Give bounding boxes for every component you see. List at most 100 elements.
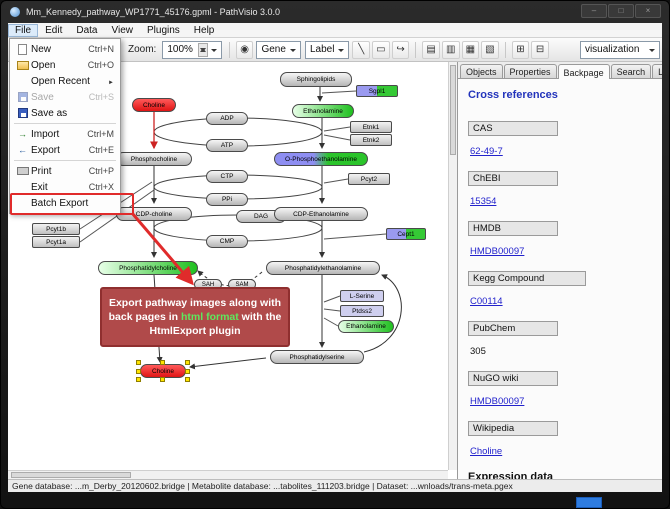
pathway-node-etnk1[interactable]: Etnk1	[350, 121, 392, 133]
callout-highlight-text: html format	[181, 310, 239, 323]
gene-node-combo[interactable]: Gene	[256, 40, 301, 59]
import-icon	[18, 129, 27, 140]
reference-source: NuGO wiki	[468, 371, 558, 386]
reference-link[interactable]: HMDB00097	[470, 396, 525, 407]
taskbar-fragment	[576, 497, 602, 508]
pathway-node-ctp[interactable]: CTP	[206, 170, 248, 183]
pathway-node-o-phosphoethanolamine[interactable]: O-Phosphoethanolamine	[274, 152, 368, 166]
reference-link[interactable]: Choline	[470, 446, 503, 457]
pathway-node-atp[interactable]: ATP	[206, 139, 248, 152]
reference-source: HMDB	[468, 221, 558, 236]
pathway-node-ppi[interactable]: PPi	[206, 193, 248, 206]
tab-objects[interactable]: Objects	[460, 64, 503, 78]
tab-backpage[interactable]: Backpage	[557, 64, 610, 79]
pathway-node-pcyt2[interactable]: Pcyt2	[348, 173, 390, 185]
reference-group-chebi: ChEBI 15354	[468, 171, 652, 209]
save-icon	[17, 92, 28, 102]
menu-plugins[interactable]: Plugins	[146, 24, 180, 36]
pathway-node-ethanolamine-2[interactable]: Ethanolamine	[338, 320, 394, 333]
maximize-button[interactable]: □	[608, 4, 634, 18]
pathway-node-choline[interactable]: Choline	[132, 98, 176, 112]
shape-tool-icon[interactable]: ▭	[372, 40, 390, 59]
pathway-node-phosphatidylserine[interactable]: Phosphatidylserine	[270, 350, 364, 364]
line-tool-icon[interactable]: ╲	[352, 40, 371, 59]
connector-tool-icon[interactable]: ↪	[391, 40, 410, 59]
pathway-node-l-serine[interactable]: L-Serine	[340, 290, 384, 302]
reference-group-wikipedia: Wikipedia Choline	[468, 421, 652, 459]
menu-item-open-recent[interactable]: Open Recent	[10, 73, 120, 89]
close-button[interactable]: ×	[635, 4, 661, 18]
reference-link[interactable]: 62-49-7	[470, 146, 503, 157]
distribute-vertical-icon[interactable]: ▧	[481, 40, 499, 59]
reference-value: 305	[470, 346, 486, 357]
pathway-node-cmp[interactable]: CMP	[206, 235, 248, 248]
tab-search[interactable]: Search	[610, 64, 652, 78]
menu-data[interactable]: Data	[76, 24, 98, 36]
reference-group-cas: CAS 62-49-7	[468, 121, 652, 159]
tab-legend[interactable]: Legend	[652, 64, 662, 78]
menu-help[interactable]: Help	[193, 24, 215, 36]
pathway-canvas[interactable]: Sphingolipids Sgpl1 Choline Ethanolamine…	[8, 62, 458, 479]
pathway-node-ethanolamine[interactable]: Ethanolamine	[292, 104, 354, 118]
menu-file[interactable]: File	[8, 23, 39, 37]
new-document-icon	[18, 43, 27, 55]
distribute-horizontal-icon[interactable]: ▦	[461, 40, 480, 59]
zoom-fit-icon[interactable]: ◉	[235, 40, 254, 59]
window-client-area: File Edit Data View Plugins Help Zoom: 1…	[8, 23, 662, 492]
label-node-combo[interactable]: Label	[304, 40, 350, 59]
pathway-node-etnk2[interactable]: Etnk2	[350, 134, 392, 146]
align-left-icon[interactable]: ▤	[422, 40, 440, 59]
pathway-node-sgpl1[interactable]: Sgpl1	[356, 85, 398, 97]
side-panel: Objects Properties Backpage Search Legen…	[458, 62, 662, 479]
callout-text: with the HtmlExport plugin	[149, 310, 282, 338]
callout-text: Export pathway images along with back pa…	[108, 296, 282, 323]
group-icon[interactable]: ⊞	[511, 40, 530, 59]
reference-link[interactable]: 15354	[470, 196, 497, 207]
pathway-node-cdp-ethanolamine[interactable]: CDP-Ethanolamine	[274, 207, 368, 221]
submenu-arrow-icon	[108, 76, 114, 87]
tab-properties[interactable]: Properties	[503, 64, 557, 78]
visualization-combo[interactable]: visualization	[579, 40, 660, 59]
pathway-node-sphingolipids[interactable]: Sphingolipids	[280, 72, 352, 87]
window-title: Mm_Kennedy_pathway_WP1771_45176.gpml - P…	[26, 7, 280, 17]
menu-view[interactable]: View	[111, 24, 133, 36]
reference-link[interactable]: C00114	[470, 296, 503, 307]
reference-source: CAS	[468, 121, 558, 136]
zoom-label: Zoom:	[128, 44, 157, 55]
ungroup-icon[interactable]: ⊟	[531, 40, 549, 59]
save-as-icon	[17, 108, 28, 118]
reference-link[interactable]: HMDB00097	[470, 246, 525, 257]
pathway-node-ptdss2[interactable]: Ptdss2	[340, 305, 384, 317]
canvas-vertical-scrollbar[interactable]	[448, 62, 457, 470]
menu-item-batch-export[interactable]: Batch Export	[31, 197, 89, 209]
pathway-node-choline-selected[interactable]: Choline	[136, 360, 190, 382]
pathway-node-cept1[interactable]: Cept1	[386, 228, 426, 240]
canvas-horizontal-scrollbar[interactable]	[8, 470, 448, 479]
pathway-node-dag[interactable]: DAG	[236, 210, 286, 223]
pathway-node-phosphocholine[interactable]: Phosphocholine	[116, 152, 192, 166]
pathway-node-adp[interactable]: ADP	[206, 112, 248, 125]
pathway-node-phosphatidylethanolamine[interactable]: Phosphatidylethanolamine	[266, 261, 380, 275]
menu-edit[interactable]: Edit	[45, 24, 63, 36]
pathway-node-phosphatidylcholine[interactable]: Phosphatidylcholine	[98, 261, 198, 275]
pathway-node-pcyt1b[interactable]: Pcyt1b	[32, 223, 80, 235]
reference-group-nugo: NuGO wiki HMDB00097	[468, 371, 652, 409]
annotation-callout: Export pathway images along with back pa…	[100, 287, 290, 347]
minimize-button[interactable]: –	[581, 4, 607, 18]
align-center-icon[interactable]: ▥	[441, 40, 460, 59]
reference-source: Kegg Compound	[468, 271, 586, 286]
pathway-node-pcyt1a[interactable]: Pcyt1a	[32, 236, 80, 248]
zoom-spinner[interactable]	[197, 42, 208, 57]
expression-data-heading: Expression data	[468, 471, 553, 479]
menu-item-save-as[interactable]: Save as	[10, 105, 120, 121]
zoom-combo[interactable]: 100%	[162, 40, 222, 59]
